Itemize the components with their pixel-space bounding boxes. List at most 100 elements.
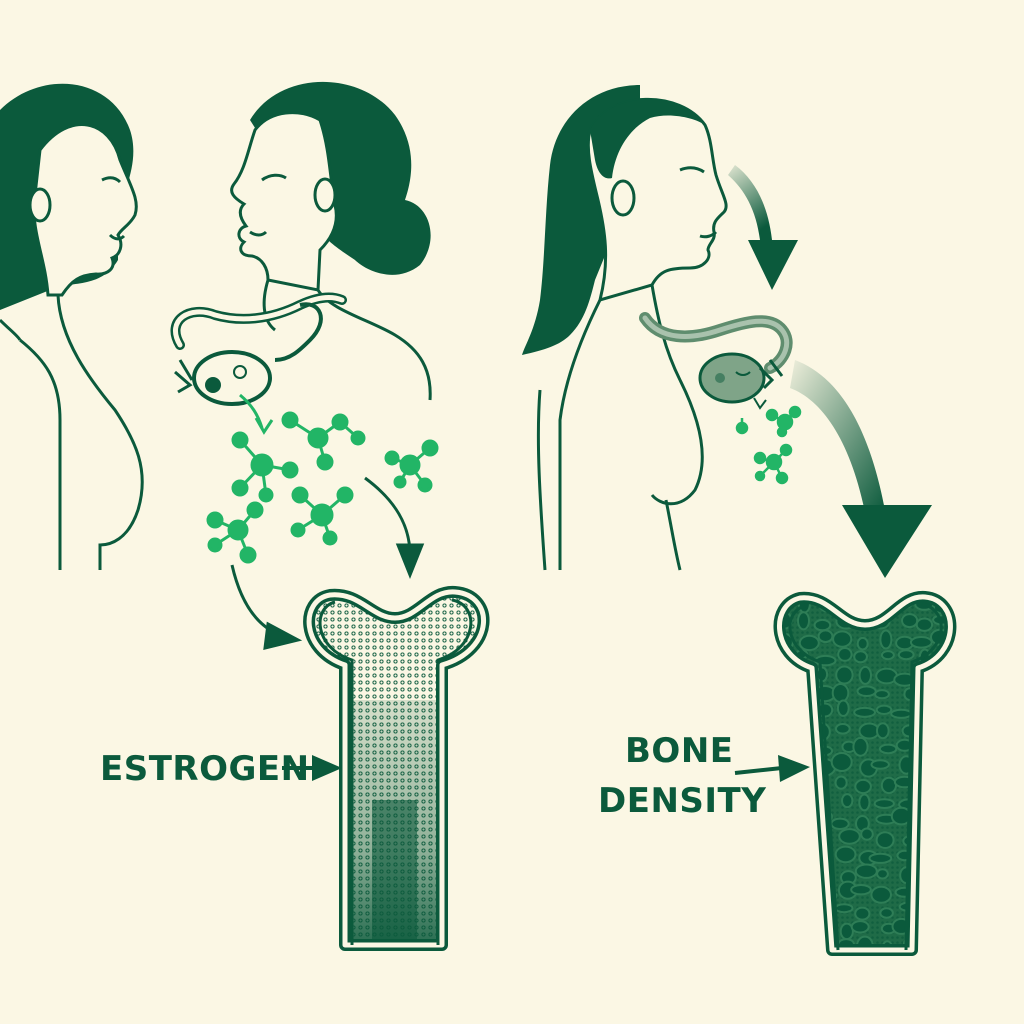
bone-pore (841, 793, 854, 809)
bone-pore (915, 617, 934, 632)
bone-pore (854, 778, 872, 795)
bone-pore (830, 752, 853, 772)
bone-pore (920, 880, 935, 899)
bone-pore (779, 886, 795, 904)
arrow-icon (748, 240, 798, 290)
bone-pore (797, 611, 810, 631)
woman-profile-icon-middle (230, 81, 432, 401)
bone-pore (856, 685, 877, 698)
bone-pore (939, 703, 951, 721)
bone-pore (940, 792, 951, 811)
bone-pore (800, 937, 814, 950)
arrow-icon-estrogen (282, 755, 342, 781)
bone-pore (834, 845, 857, 864)
bone-pore (834, 775, 848, 790)
bone-pore (837, 596, 856, 607)
bone-pore (876, 868, 889, 880)
bone-pore (850, 884, 872, 896)
bone-pore (852, 736, 869, 757)
bone-pore (780, 702, 797, 717)
bone-pore (797, 813, 810, 829)
bone-pore (779, 682, 797, 699)
bone-pore (937, 907, 951, 920)
arrow-icon (790, 360, 885, 512)
bone-pore (870, 759, 890, 770)
bone-pore (832, 630, 853, 648)
bone-pore (779, 918, 796, 937)
bone-pore (780, 723, 798, 744)
bone-pore (817, 629, 834, 644)
bone-pore (873, 798, 895, 809)
bone-pore (779, 741, 793, 753)
bone-pore (917, 924, 938, 936)
bone-pore (936, 818, 950, 830)
bone-pore (853, 706, 876, 718)
bone-pore (854, 906, 871, 921)
bone-pore (880, 776, 898, 795)
bone-pore (795, 830, 810, 846)
bone-pore (901, 613, 919, 629)
bone-pore (919, 935, 937, 949)
bone-pore (836, 699, 850, 717)
bone-pore (942, 941, 951, 950)
bone-pore (853, 650, 868, 664)
bone-pore (779, 864, 794, 877)
bone-pore (939, 879, 951, 897)
bone-pore (937, 920, 951, 936)
bone-pore (813, 618, 832, 632)
bone-pore (868, 852, 893, 864)
bone-pore (933, 757, 947, 771)
woman-profile-icon-left (0, 83, 144, 570)
bone-pore (834, 903, 854, 914)
arrow-icon-group-right (728, 165, 932, 578)
bone-density-label-line2: DENSITY (598, 781, 766, 821)
bone-pore (779, 899, 790, 918)
bone-pore (858, 665, 872, 685)
bone-pore (876, 722, 890, 740)
bone-pore (838, 828, 861, 845)
ovary-icon-right (639, 312, 793, 404)
arrow-icon (254, 417, 274, 435)
bone-pore (837, 647, 853, 662)
bone-pore (794, 903, 817, 917)
bone-pore (920, 810, 933, 822)
bone-pore (856, 636, 869, 651)
bone-pore (793, 741, 815, 762)
arrow-icon-bone-density (734, 755, 810, 782)
bone-pore (797, 853, 819, 866)
arrow-icon (263, 621, 303, 650)
bone-pore (798, 634, 820, 652)
bone-pore (831, 683, 850, 703)
bone-pore (779, 814, 792, 831)
estrogen-label: ESTROGEN (100, 749, 310, 789)
molecule-icon (753, 443, 793, 485)
bone-pore (798, 780, 812, 795)
bone-pore (794, 863, 808, 880)
molecule-icon-group-sparse (735, 405, 802, 485)
bone-pore (858, 793, 871, 812)
bone-pore (834, 723, 851, 735)
bone-pore (858, 722, 880, 740)
bone-pore (790, 796, 812, 807)
bone-pore (850, 920, 870, 934)
bone-pore (875, 704, 893, 715)
molecule-icon (384, 439, 439, 493)
bone-pore (897, 649, 915, 661)
bone-pore (780, 794, 795, 813)
bone-pore (935, 670, 951, 690)
arrow-icon (753, 397, 767, 410)
molecule-icon (206, 501, 264, 564)
bone-pore (909, 636, 933, 649)
bone-pore (879, 629, 893, 650)
bone-pore (779, 832, 792, 845)
bone-pore (801, 920, 815, 939)
bone-pore (937, 743, 951, 755)
arrow-icon (842, 505, 932, 578)
bone-pore (934, 867, 951, 885)
arrow-icon (364, 476, 412, 556)
bone-pore (830, 817, 850, 830)
bone-pore (880, 650, 895, 661)
molecule-icon (231, 431, 299, 503)
arrow-icon (728, 165, 772, 240)
